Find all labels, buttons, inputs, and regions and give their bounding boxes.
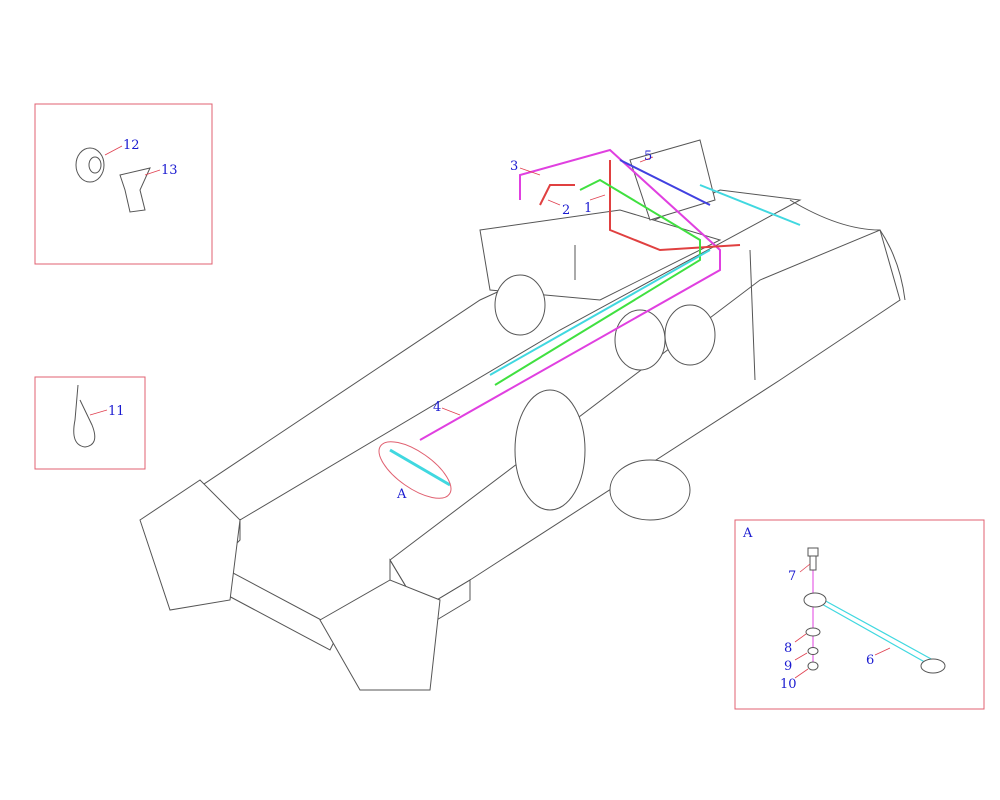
diagram-line	[441, 407, 461, 416]
callout-12: 12	[123, 138, 140, 153]
chassis-frame	[139, 139, 906, 691]
pipe-5	[619, 159, 711, 206]
air-tank-1	[494, 274, 546, 336]
callout-8: 8	[784, 641, 792, 656]
diagram-line	[794, 652, 808, 661]
diagram-line	[794, 633, 807, 643]
diagram-line	[589, 194, 606, 201]
pipe-cyan	[489, 184, 801, 376]
diagram-line	[547, 199, 561, 206]
diagram-line	[34, 376, 146, 470]
diagram-line	[734, 519, 985, 710]
air-tank-3	[664, 304, 716, 366]
nut-10	[807, 661, 819, 671]
washer-8	[805, 627, 821, 637]
suspension	[514, 389, 586, 511]
diagram-line	[34, 103, 213, 265]
bolt-shank	[809, 555, 817, 571]
battery-box	[479, 209, 722, 301]
callout-1: 1	[584, 201, 592, 216]
callout-2: 2	[562, 203, 570, 218]
rear-bracket-right	[319, 579, 441, 691]
callout-11: 11	[108, 404, 125, 419]
diagram-line	[799, 563, 811, 573]
diagram-line	[519, 167, 541, 176]
pipe-3	[419, 148, 721, 441]
detail-box-a: A 7 8 9 10 6	[734, 519, 985, 710]
main-callouts: 3 5 2 1 4	[433, 149, 654, 416]
bolt-head	[807, 547, 819, 557]
exhaust-pipe	[574, 245, 756, 381]
detail-box-11: 11	[34, 376, 146, 470]
diagram-line	[88, 156, 102, 174]
mounting-plate	[629, 139, 716, 221]
detail-box-12-13: 12 13	[34, 103, 213, 265]
rod-6	[819, 598, 934, 666]
air-tank-2	[614, 309, 666, 371]
cable-tie-part	[73, 384, 96, 448]
axle	[609, 459, 691, 521]
callout-4: 4	[433, 400, 441, 415]
callout-7: 7	[788, 569, 796, 584]
diagram-line	[789, 199, 906, 301]
callout-5: 5	[644, 149, 652, 164]
callout-13: 13	[161, 163, 178, 178]
washer-9	[807, 647, 819, 655]
detail-box-title: A	[742, 526, 753, 541]
detail-ref-label: A	[396, 487, 407, 502]
detail-ref-ellipse	[378, 441, 452, 499]
pipe-routing	[389, 148, 801, 487]
callout-9: 9	[784, 659, 792, 674]
diagram-line	[89, 409, 108, 416]
diagram-line	[144, 169, 161, 176]
callout-3: 3	[510, 159, 518, 174]
rod-6-in-place	[389, 448, 451, 487]
diagram-line	[639, 156, 654, 163]
rod-eye-upper	[803, 592, 827, 608]
diagram-line	[874, 647, 891, 656]
clip-part	[119, 167, 151, 213]
rod-eye-lower	[920, 658, 946, 674]
callout-6: 6	[866, 653, 874, 668]
rear-bracket-left	[139, 479, 241, 611]
pipe-green	[494, 178, 701, 386]
diagram-line	[104, 145, 123, 156]
diagram-line	[794, 668, 809, 679]
callout-10: 10	[780, 677, 797, 692]
